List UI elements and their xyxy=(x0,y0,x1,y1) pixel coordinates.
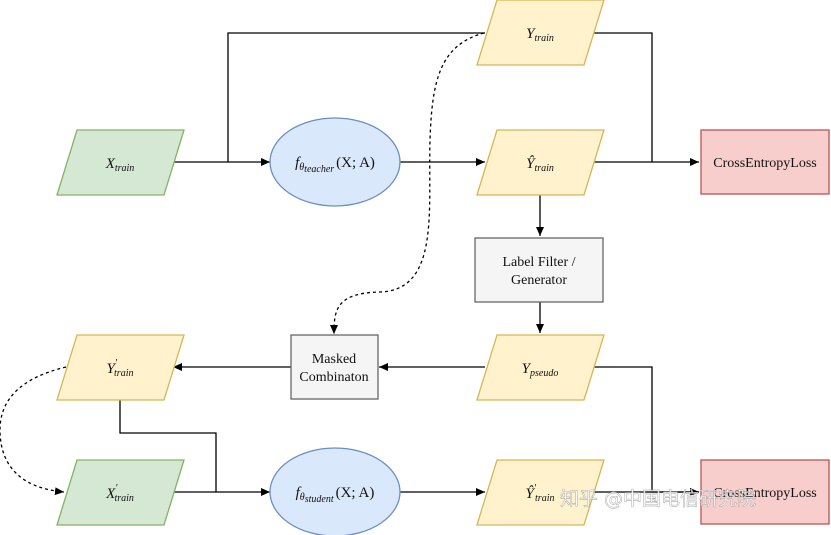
node-y-hat-prime-train: Ŷ′train xyxy=(476,459,605,526)
y-train-sub: train xyxy=(534,33,553,44)
node-y-train: Ytrain xyxy=(476,0,605,66)
edge-ytrain-ce xyxy=(592,32,653,162)
y-train-base: Y xyxy=(526,26,536,42)
node-student-model: fθstudent(X; A) xyxy=(269,447,401,535)
parallelogram-shape xyxy=(476,334,605,401)
node-y-prime-train: Y′train xyxy=(56,334,185,401)
y-prime-sub: train xyxy=(114,368,133,379)
student-theta: θ xyxy=(300,492,305,503)
masked-line2: Combinaton xyxy=(299,370,368,385)
x-prime-base: X xyxy=(105,486,116,502)
svg-text:fθteacher(X; A): fθteacher(X; A) xyxy=(295,155,375,175)
svg-text:Y′train: Y′train xyxy=(107,358,134,379)
node-label-filter: Label Filter / Generator xyxy=(474,237,604,303)
watermark-text: 知乎 @中国电信研究院 xyxy=(560,488,756,510)
rect-shape xyxy=(474,237,604,303)
teacher-f: f xyxy=(295,155,301,171)
edges xyxy=(0,32,699,496)
y-prime-mark: ′ xyxy=(115,358,118,369)
parallelogram-shape xyxy=(476,129,605,196)
masked-line1: Masked xyxy=(312,352,356,367)
teacher-args: (X; A) xyxy=(336,155,375,171)
y-hat-prime-sub: train xyxy=(535,493,554,504)
svg-text:X′train: X′train xyxy=(105,483,134,504)
label-filter-line1: Label Filter / xyxy=(502,255,575,270)
svg-text:Ypseudo: Ypseudo xyxy=(522,361,559,379)
y-prime-base: Y xyxy=(107,361,117,377)
node-masked-combination: Masked Combinaton xyxy=(290,334,379,400)
x-train-sub: train xyxy=(115,163,134,174)
ce-loss-top-label: CrossEntropyLoss xyxy=(713,156,816,171)
edge-yprime-student xyxy=(119,400,270,496)
y-hat-train-sub: train xyxy=(534,163,553,174)
edge-xtrain-top-branch xyxy=(227,32,485,162)
x-train-base: X xyxy=(105,156,116,172)
node-ce-loss-top: CrossEntropyLoss xyxy=(700,129,830,195)
y-pseudo-base: Y xyxy=(522,361,532,377)
svg-text:Xtrain: Xtrain xyxy=(105,156,135,174)
edge-dashed-ytrain-masked xyxy=(330,32,485,335)
parallelogram-shape xyxy=(56,129,185,196)
parallelogram-shape xyxy=(476,0,605,66)
svg-text:fθstudent(X; A): fθstudent(X; A) xyxy=(296,485,375,505)
y-hat-train-base: Ŷ xyxy=(526,155,536,172)
node-y-hat-train: Ŷtrain xyxy=(476,129,605,196)
teacher-sub: teacher xyxy=(304,164,334,175)
ellipse-shape xyxy=(269,447,401,535)
node-teacher-model: fθteacher(X; A) xyxy=(269,117,401,207)
teacher-theta: θ xyxy=(299,162,304,173)
parallelogram-shape xyxy=(56,334,185,401)
svg-text:Ŷ′train: Ŷ′train xyxy=(526,483,555,504)
x-prime-sub: train xyxy=(114,493,133,504)
ellipse-shape xyxy=(269,117,401,207)
parallelogram-shape xyxy=(476,459,605,526)
svg-text:Ytrain: Ytrain xyxy=(526,26,554,44)
rect-shape xyxy=(290,334,379,400)
y-hat-prime-base: Ŷ xyxy=(526,485,536,502)
x-prime-mark: ′ xyxy=(115,483,118,494)
rect-shape xyxy=(700,129,830,195)
parallelogram-shape xyxy=(56,459,185,526)
y-hat-prime-mark: ′ xyxy=(534,483,537,494)
y-pseudo-sub: pseudo xyxy=(529,368,558,379)
node-y-pseudo: Ypseudo xyxy=(476,334,605,401)
rect-shape xyxy=(700,459,830,525)
node-x-train: Xtrain xyxy=(56,129,185,196)
label-filter-line2: Generator xyxy=(511,273,567,288)
edge-ypseudo-ce xyxy=(594,366,699,496)
edge-dashed-yprime-xprime xyxy=(0,366,67,496)
student-args: (X; A) xyxy=(336,485,375,501)
student-sub: student xyxy=(305,494,334,505)
ce-loss-bottom-label: CrossEntropyLoss xyxy=(713,486,816,501)
student-f: f xyxy=(296,485,302,501)
node-ce-loss-bottom: CrossEntropyLoss xyxy=(700,459,830,525)
svg-text:Ŷtrain: Ŷtrain xyxy=(526,155,554,174)
node-x-prime-train: X′train xyxy=(56,459,185,526)
